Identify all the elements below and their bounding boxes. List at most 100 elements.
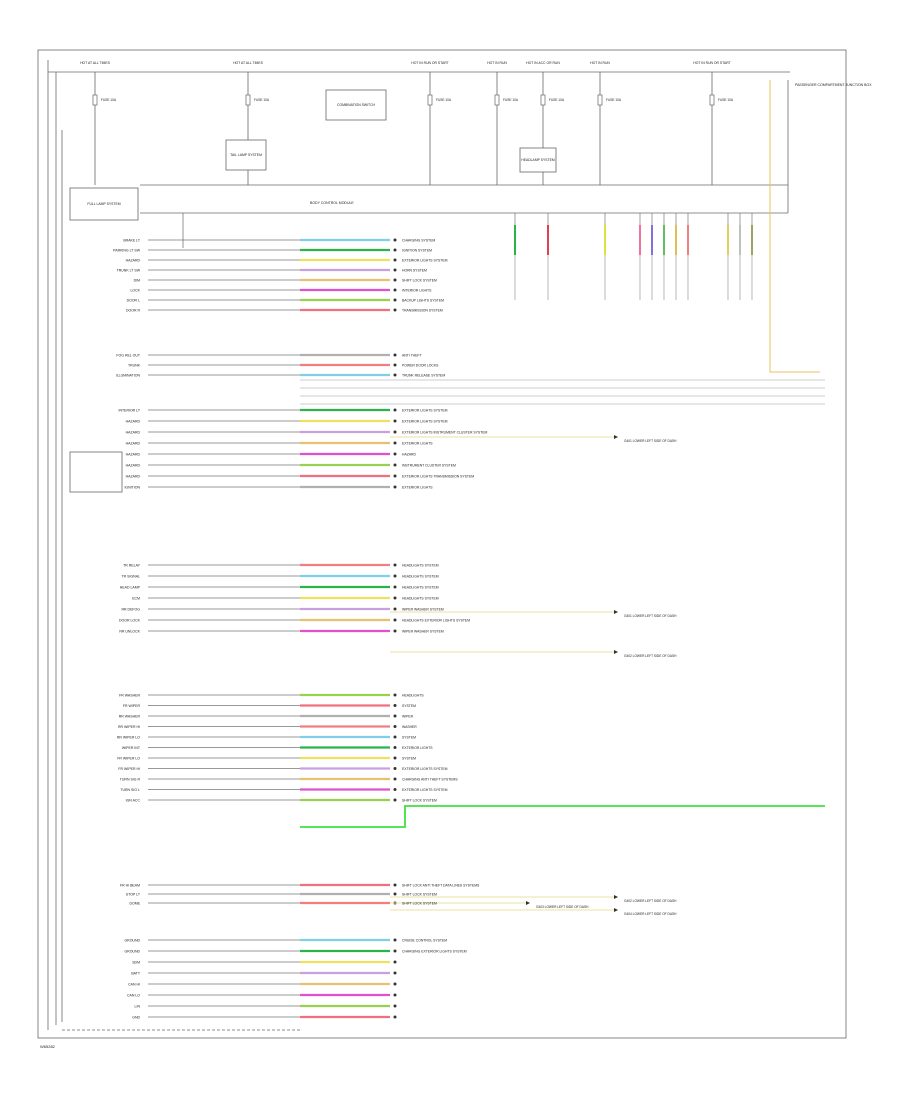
- pin-connector-20: [393, 574, 397, 578]
- pin-label-24: DOOR LOCK: [119, 618, 141, 622]
- pin-label-38: STOP LT: [126, 892, 141, 896]
- pin-label-16: HAZARD: [126, 463, 141, 467]
- pin-connector-26: [393, 693, 397, 697]
- fuse-symbol-0: [92, 94, 98, 106]
- fuse-label-1: FUSE 10A: [254, 98, 270, 102]
- pin-connector-46: [393, 1004, 397, 1008]
- ground-ref-0: G401 LOWER LEFT SIDE OF DASH: [624, 439, 677, 443]
- pin-label-28: RR WASHER: [119, 714, 141, 718]
- pin-label-29: RR WIPER HI: [118, 725, 140, 729]
- pin-connector-18: [393, 485, 397, 489]
- pin-label-34: TURN SIG R: [120, 777, 141, 781]
- pin-connector-34: [393, 777, 397, 781]
- system-label-30: SYSTEM: [402, 735, 416, 739]
- pin-label-46: LIN: [135, 1004, 141, 1008]
- feed-label-1: HOT AT ALL TIMES: [233, 61, 264, 65]
- pin-connector-11: [393, 408, 397, 412]
- pin-connector-23: [393, 607, 397, 611]
- pin-connector-5: [393, 288, 397, 292]
- pin-label-43: BATT: [131, 971, 141, 975]
- pin-connector-1: [393, 248, 397, 252]
- fuse-label-3: FUSE 10A: [503, 98, 519, 102]
- system-label-10: TRUNK RELEASE SYSTEM: [402, 373, 445, 377]
- fuse-symbol-1: [245, 94, 251, 106]
- pin-label-18: IGNITION: [124, 485, 140, 489]
- pin-label-26: FR WASHER: [119, 693, 140, 697]
- pin-connector-16: [393, 463, 397, 467]
- pin-connector-36: [393, 798, 397, 802]
- pin-label-36: IGN ACC: [126, 798, 141, 802]
- pin-label-5: LOCK: [130, 288, 140, 292]
- system-label-39: SHIFT LOCK SYSTEM: [402, 901, 437, 905]
- wires-layer: [148, 80, 825, 1019]
- system-label-14: EXTERIOR LIGHTS: [402, 441, 433, 445]
- pin-label-15: HAZARD: [126, 452, 141, 456]
- pin-label-20: TR SIGNAL: [122, 574, 141, 578]
- system-label-17: EXTERIOR LIGHTS TRANSMISSION SYSTEM: [402, 474, 474, 478]
- pin-label-30: RR WIPER LO: [117, 735, 140, 739]
- fuse-symbol-2: [427, 94, 433, 106]
- system-label-40: CRUISE CONTROL SYSTEM: [402, 938, 447, 942]
- fuse-symbol-6: [709, 94, 715, 106]
- pin-connector-15: [393, 452, 397, 456]
- pin-connector-43: [393, 971, 397, 975]
- system-label-19: HEADLIGHTS SYSTEM: [402, 563, 439, 567]
- pin-connector-37: [393, 883, 397, 887]
- pin-label-41: GROUND: [124, 949, 140, 953]
- pin-label-42: SDM: [132, 960, 140, 964]
- pin-connector-41: [393, 949, 397, 953]
- system-label-26: HEADLIGHTS: [402, 693, 424, 697]
- system-label-0: CHARGING SYSTEM: [402, 238, 435, 242]
- system-label-29: WASHER: [402, 725, 417, 729]
- pin-connector-8: [393, 353, 397, 357]
- fuse-label-4: FUSE 10A: [549, 98, 565, 102]
- pin-connector-10: [393, 373, 397, 377]
- pin-label-3: TRUNK LT SW: [117, 268, 141, 272]
- pin-label-4: DIM: [134, 278, 141, 282]
- pin-label-22: ECM: [132, 596, 140, 600]
- pin-connector-7: [393, 308, 397, 312]
- pin-connector-13: [393, 430, 397, 434]
- pin-connector-28: [393, 714, 397, 718]
- pin-label-25: RR UNLOCK: [119, 629, 140, 633]
- pin-label-23: RR DEFOG: [122, 607, 141, 611]
- system-label-28: WIPER: [402, 714, 414, 718]
- component-box-label-2: COMBINATION SWITCH: [337, 103, 376, 107]
- feed-label-0: HOT AT ALL TIMES: [80, 61, 111, 65]
- diagram-border: [37, 49, 847, 1039]
- pin-connector-12: [393, 419, 397, 423]
- system-label-15: HAZARD: [402, 452, 416, 456]
- pin-label-6: DOOR L: [127, 298, 140, 302]
- pin-label-12: HAZARD: [126, 419, 141, 423]
- system-label-31: EXTERIOR LIGHTS: [402, 746, 433, 750]
- system-label-22: HEADLIGHTS SYSTEM: [402, 596, 439, 600]
- pin-label-19: TR RELAY: [123, 563, 141, 567]
- pin-connector-44: [393, 982, 397, 986]
- system-label-12: EXTERIOR LIGHTS SYSTEM: [402, 419, 448, 423]
- pin-label-14: HAZARD: [126, 441, 141, 445]
- fuse-symbol-5: [597, 94, 603, 106]
- pin-label-2: HAZARD: [126, 258, 141, 262]
- pin-connector-47: [393, 1015, 397, 1019]
- system-label-24: HEADLIGHTS EXTERIOR LIGHTS SYSTEM: [402, 618, 470, 622]
- system-label-37: SHIFT LOCK ANTI THEFT DATA LINES SYSTEMS: [402, 883, 480, 887]
- static-layer: [37, 49, 847, 1039]
- system-label-18: EXTERIOR LIGHTS: [402, 485, 433, 489]
- system-label-27: SYSTEM: [402, 704, 416, 708]
- system-label-33: EXTERIOR LIGHTS SYSTEM: [402, 767, 448, 771]
- component-box-label-0: FULL LAMP SYSTEM: [87, 202, 120, 206]
- ground-arrow-1: [614, 610, 618, 614]
- ground-ref-4: G403 LOWER LEFT SIDE OF DASH: [536, 905, 589, 909]
- fuse-label-6: FUSE 10A: [718, 98, 734, 102]
- component-box-label-3: HEADLAMP SYSTEM: [521, 158, 555, 162]
- fuse-label-0: FUSE 10A: [101, 98, 117, 102]
- pin-connector-45: [393, 993, 397, 997]
- pin-label-13: HAZARD: [126, 430, 141, 434]
- feed-label-4: HOT IN ACC OR RUN: [526, 61, 560, 65]
- system-label-25: WIPER WASHER SYSTEM: [402, 629, 444, 633]
- pin-connector-42: [393, 960, 397, 964]
- pin-label-33: FR WIPER HI: [118, 767, 140, 771]
- system-label-35: EXTERIOR LIGHTS SYSTEM: [402, 788, 448, 792]
